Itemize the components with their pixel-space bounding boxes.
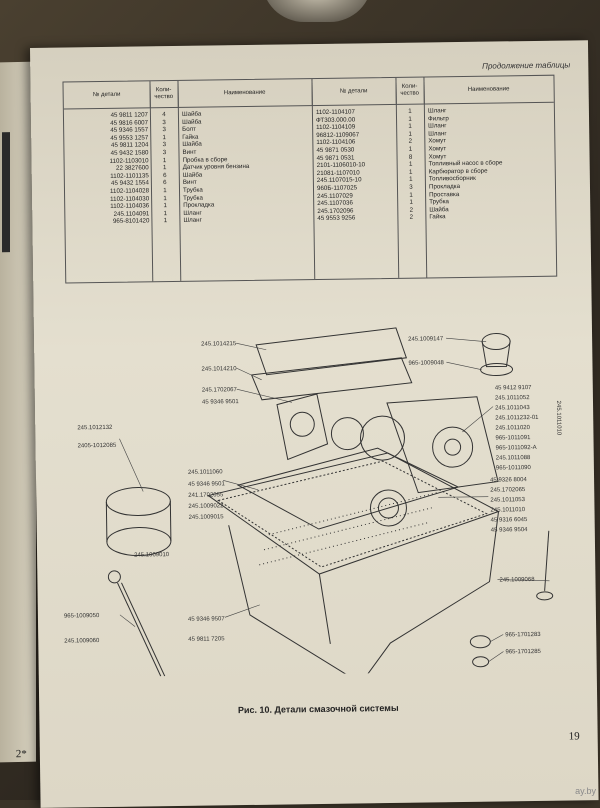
header-name-left: Наименование (177, 79, 313, 107)
callout-left: 45 9811 7205 (188, 636, 225, 643)
oil-filter-drawing (105, 487, 172, 557)
callout-right: 245.1011052 (495, 395, 530, 401)
callout-right: 965-1011092-А (496, 445, 537, 452)
callout-right: 45 9316 6045 (491, 517, 528, 524)
col-rule (311, 79, 316, 280)
callout-right: 245.1011020 (495, 425, 530, 431)
col-rule (177, 80, 182, 281)
figure-caption: Рис. 10. Детали смазочной системы (237, 702, 399, 716)
callout-left: 45 9346 9501 (202, 399, 239, 406)
document-page: Продолжение таблицы № детали Коли-чество… (16, 40, 599, 808)
callout-left: 45 9346 9507 (188, 616, 225, 623)
callout-left: 245.1011060 (188, 469, 223, 475)
gasket-plate-drawing (236, 447, 460, 530)
callout-left: 245.1012132 (77, 425, 113, 431)
page-number: 19 (568, 730, 580, 743)
header-part-no-left: № детали (63, 81, 151, 109)
oil-pump-drawing (276, 393, 499, 494)
callout-right: 965-1009048 (408, 360, 444, 367)
callout-right: 245.1011010 (490, 507, 525, 513)
table-cell: 1 (163, 217, 168, 225)
lubrication-system-diagram: 245.1014215 245.1014210 245.1702067 45 9… (64, 327, 561, 678)
parts-table: № детали Коли-чество Наименование № дета… (62, 74, 558, 284)
callout-left: 965-1009050 (64, 613, 100, 620)
table-cell: 45 9553 9256 (317, 214, 356, 223)
leader-lines (119, 337, 550, 662)
callout-left: 245.1009022 (188, 503, 224, 509)
signature-mark: 2* (15, 748, 27, 761)
col-rule (423, 77, 428, 278)
table-cell: 965-8101420 (112, 217, 150, 226)
callout-left: 245.1009060 (64, 638, 100, 644)
header-qty-left: Коли-чество (149, 80, 179, 108)
cover-plates-drawing (250, 327, 413, 401)
callout-right: 245.1702065 (490, 487, 526, 493)
callout-right: 965-1701285 (505, 649, 541, 656)
callout-right: 45 9412 9107 (495, 385, 532, 392)
callout-side: 245.1011010 (555, 401, 561, 436)
continuation-header: Продолжение таблицы (482, 60, 571, 71)
callout-right: 45 9326 8004 (490, 477, 527, 484)
page-edge-bar (2, 132, 10, 253)
callout-left: 245.1014210 (201, 366, 237, 372)
table-cell: Шланг (183, 216, 202, 225)
callout-right: 245.1011043 (495, 405, 530, 411)
oil-pan-drawing (207, 452, 500, 678)
callout-right: 245.1009147 (408, 336, 444, 342)
watermark: ay.by (575, 786, 596, 796)
header-qty-right: Коли-чество (395, 77, 425, 104)
header-name-right: Наименование (467, 85, 510, 93)
lamp-base (262, 0, 372, 22)
callout-left: 241.1702055 (188, 492, 224, 498)
dipstick-drawing (107, 570, 166, 677)
callout-left: 245.1014215 (201, 341, 237, 347)
previous-page-edge (0, 61, 36, 763)
callout-right: 965-1011090 (496, 465, 532, 471)
callout-left: 245.1009010 (134, 552, 170, 558)
table-cell: 2 (409, 213, 414, 222)
table-cell: Гайка (429, 213, 446, 221)
callout-right: 245.1011053 (490, 497, 525, 503)
callout-right: 965-1701283 (505, 632, 541, 639)
header-part-no-right: № детали (311, 77, 397, 106)
callout-right: 245.1011232-01 (495, 415, 539, 422)
callout-right: 965-1011091 (495, 435, 531, 441)
callout-left: 2405-1012085 (78, 443, 117, 450)
callout-right: 45 9346 9504 (491, 527, 528, 534)
callout-right: 245.1011088 (496, 455, 531, 461)
callout-left: 245.1009015 (189, 514, 225, 520)
callout-left: 245.1702067 (202, 387, 238, 393)
callout-left: 45 9346 9501 (188, 481, 225, 488)
